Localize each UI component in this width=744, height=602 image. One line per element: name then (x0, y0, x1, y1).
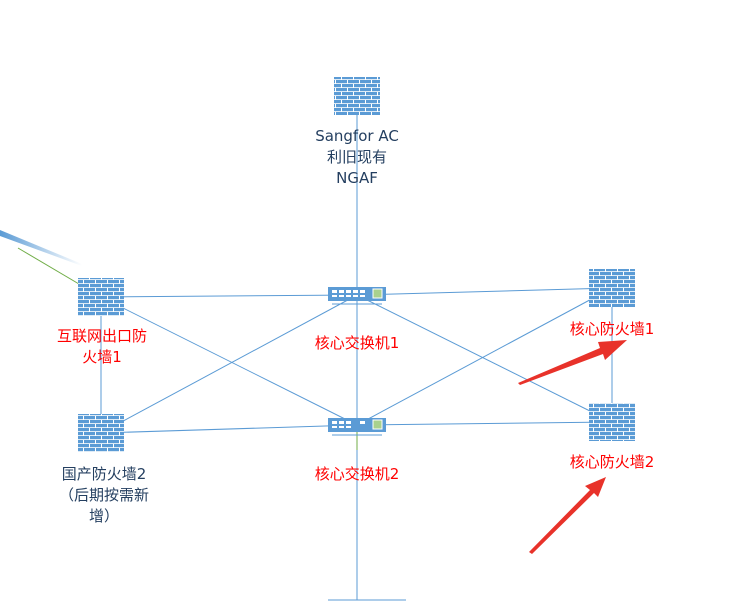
firewall-icon-internet (78, 278, 124, 316)
link-dom-sw1 (100, 294, 358, 434)
red-arrow-2 (529, 477, 606, 554)
firewall-icon-domestic (78, 414, 124, 452)
core-fw2-label: 核心防火墙2 (569, 453, 655, 471)
link-inet-sw2 (100, 296, 358, 426)
firewall-icon-core1 (589, 269, 635, 307)
core-fw1-label: 核心防火墙1 (569, 320, 655, 338)
link-sw1-fw2 (356, 294, 613, 423)
firewall-icon-ac (334, 77, 380, 115)
link-sw2-fw1 (356, 287, 613, 426)
ac-label: Sangfor AC 利旧现有 NGAF (315, 127, 399, 187)
uplink-blue (0, 230, 82, 266)
link-dom-sw2 (100, 424, 358, 434)
core-sw1-label: 核心交换机1 (314, 334, 400, 352)
link-inet-sw1 (100, 294, 358, 298)
switch-icon-sw1 (328, 287, 386, 305)
switch-icon-sw2 (328, 418, 386, 436)
firewall-icon-core2 (589, 403, 635, 441)
core-sw2-label: 核心交换机2 (314, 465, 400, 483)
red-arrow-1 (518, 340, 627, 385)
domestic-fw-label: 国产防火墙2 （后期按需新 增） (58, 465, 150, 525)
link-sw2-fw2 (356, 421, 613, 426)
internet-fw-label: 互联网出口防 火墙1 (56, 327, 148, 366)
link-sw1-fw1 (356, 287, 613, 296)
